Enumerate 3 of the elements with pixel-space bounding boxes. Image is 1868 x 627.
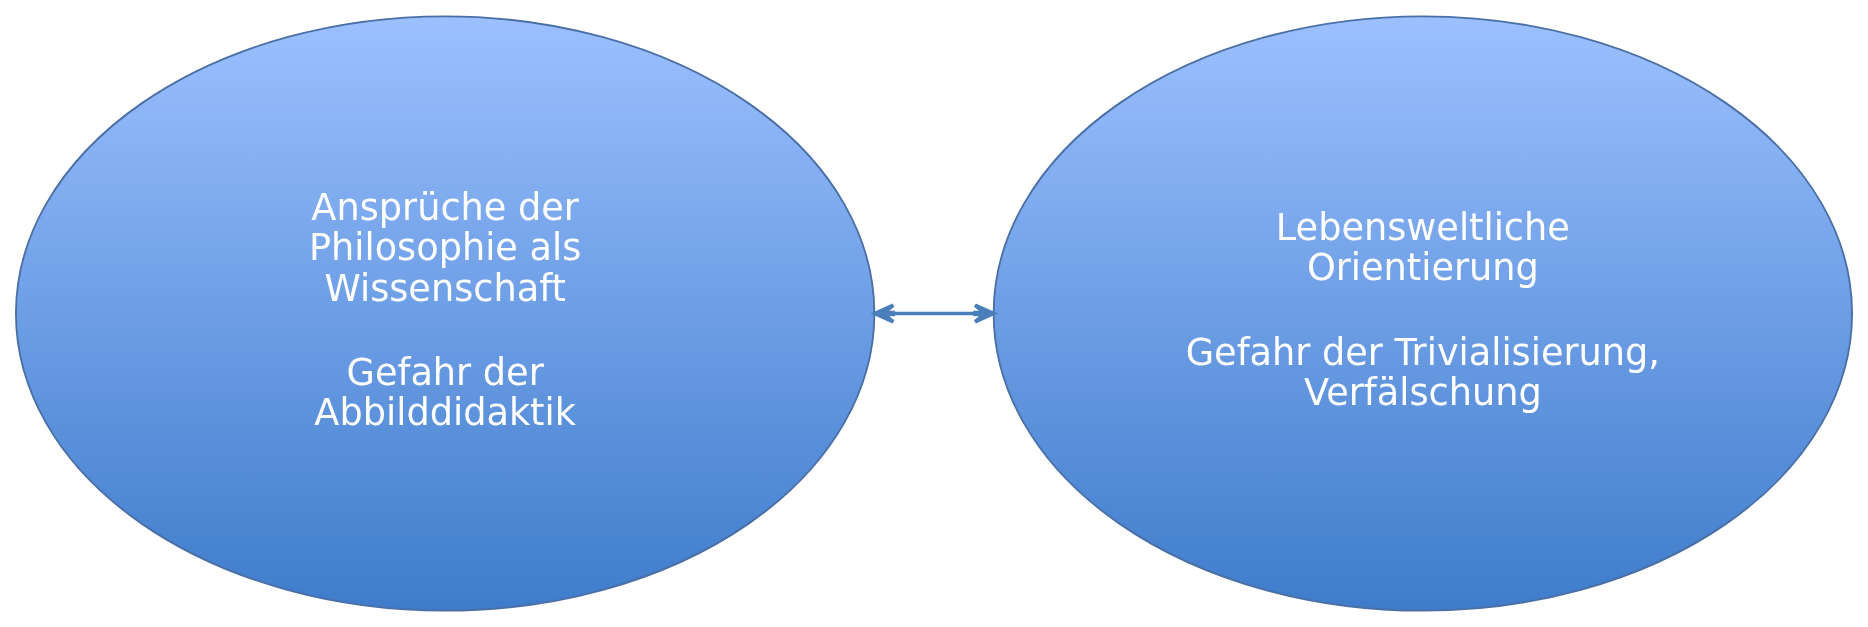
node-ellipse: Lebensweltliche Orientierung Gefahr der Trivialisierung, Verfälschung — [992, 15, 1853, 612]
arrow — [873, 303, 996, 324]
node-ellipse: Ansprüche der Philosophie als Wissenschaft Gefahr der Abbilddidaktik — [15, 15, 876, 612]
